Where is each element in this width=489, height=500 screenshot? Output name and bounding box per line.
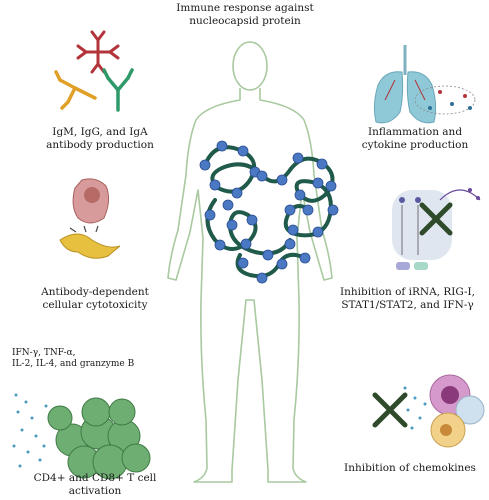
igg-antibody-icon bbox=[54, 70, 97, 110]
chemokine-dots bbox=[403, 386, 427, 430]
inflammation-line-2: cytokine production bbox=[361, 139, 469, 151]
inhibition-rna-line-2: STAT1/STAT2, and IFN-γ bbox=[341, 299, 474, 311]
chemokine-inhibition-cross-icon bbox=[372, 392, 408, 428]
inhibition-rna-label: Inhibition of iRNA, RIG-I, STAT1/STAT2, … bbox=[330, 286, 485, 312]
title-line-2: nucleocapsid protein bbox=[189, 15, 301, 27]
cytokines-label: IFN-γ, TNF-α, IL-2, IL-4, and granzyme B bbox=[12, 348, 152, 370]
chemokines-line-1: Inhibition of chemokines bbox=[344, 462, 476, 474]
human-body-outline bbox=[167, 41, 333, 483]
diagram-title: Immune response against nucleocapsid pro… bbox=[170, 2, 320, 28]
antibody-line-2: antibody production bbox=[46, 139, 154, 151]
antibody-production-label: IgM, IgG, and IgA antibody production bbox=[30, 126, 170, 152]
inhibition-rna-line-1: Inhibition of iRNA, RIG-I, bbox=[339, 286, 476, 298]
nucleocapsid-beads bbox=[199, 140, 339, 284]
iga-antibody-icon bbox=[102, 68, 134, 112]
signaling-pathway-icon bbox=[392, 188, 481, 270]
cytokines-line-2: IL-2, IL-4, and granzyme B bbox=[12, 359, 135, 369]
t-cell-cluster-icon bbox=[47, 397, 151, 480]
lungs-icon bbox=[373, 45, 476, 124]
adcc-line-1: Antibody-dependent bbox=[41, 286, 149, 298]
adcc-cells-icon bbox=[59, 178, 121, 259]
inflammation-label: Inflammation and cytokine production bbox=[350, 126, 480, 152]
inhibition-cross-icon bbox=[419, 202, 453, 236]
title-line-1: Immune response against bbox=[176, 2, 314, 14]
immune-cells-icon bbox=[429, 374, 485, 448]
tcell-activation-label: CD4+ and CD8+ T cell activation bbox=[20, 472, 170, 498]
adcc-label: Antibody-dependent cellular cytotoxicity bbox=[20, 286, 170, 312]
cytokine-dots bbox=[12, 393, 48, 468]
antibody-line-1: IgM, IgG, and IgA bbox=[52, 126, 148, 138]
chemokines-label: Inhibition of chemokines bbox=[340, 462, 480, 475]
adcc-line-2: cellular cytotoxicity bbox=[42, 299, 148, 311]
tcell-line-1: CD4+ and CD8+ T cell bbox=[33, 472, 157, 484]
cytokines-line-1: IFN-γ, TNF-α, bbox=[12, 348, 76, 358]
igm-antibody-icon bbox=[76, 30, 120, 74]
inflammation-line-1: Inflammation and bbox=[367, 126, 463, 138]
tcell-line-2: activation bbox=[68, 485, 122, 497]
